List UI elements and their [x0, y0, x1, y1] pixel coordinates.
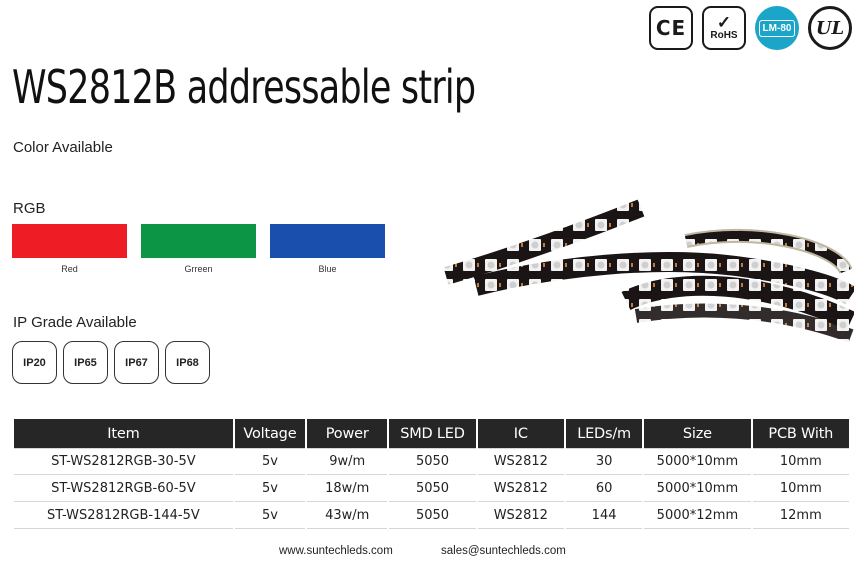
table-row: ST-WS2812RGB-60-5V 5v 18w/m 5050 WS2812 … [14, 475, 849, 502]
cell-item: ST-WS2812RGB-30-5V [14, 448, 233, 475]
cell-ic: WS2812 [477, 475, 564, 502]
cell-smd-led: 5050 [389, 448, 476, 475]
table-row: ST-WS2812RGB-30-5V 5v 9w/m 5050 WS2812 3… [14, 448, 849, 475]
cell-item: ST-WS2812RGB-144-5V [14, 502, 233, 529]
cell-size: 5000*12mm [644, 502, 751, 529]
rgb-label: RGB [13, 200, 46, 217]
table-row: ST-WS2812RGB-144-5V 5v 43w/m 5050 WS2812… [14, 502, 849, 529]
swatch-green-box [141, 224, 256, 258]
swatch-blue-box [270, 224, 385, 258]
cell-ic: WS2812 [477, 448, 564, 475]
cell-power: 18w/m [307, 475, 388, 502]
swatch-green: Grreen [141, 224, 256, 274]
swatch-blue: Blue [270, 224, 385, 274]
cell-size: 5000*10mm [644, 475, 751, 502]
cell-leds-per-m: 60 [565, 475, 643, 502]
swatch-red-label: Red [61, 264, 78, 274]
cell-item: ST-WS2812RGB-60-5V [14, 475, 233, 502]
color-available-label: Color Available [13, 139, 113, 156]
cell-pcb-width: 12mm [752, 502, 849, 529]
col-ic: IC [477, 419, 564, 448]
website-link[interactable]: www.suntechleds.com [279, 545, 393, 557]
swatch-red: Red [12, 224, 127, 274]
cell-leds-per-m: 30 [565, 448, 643, 475]
cell-pcb-width: 10mm [752, 475, 849, 502]
swatch-blue-label: Blue [318, 264, 337, 274]
col-pcb-width: PCB With [752, 419, 849, 448]
col-size: Size [644, 419, 751, 448]
ce-icon: CE [649, 6, 693, 50]
ip68-badge: IP68 [165, 341, 210, 384]
col-leds-per-m: LEDs/m [565, 419, 643, 448]
cell-power: 9w/m [307, 448, 388, 475]
col-voltage: Voltage [234, 419, 306, 448]
ip67-badge: IP67 [114, 341, 159, 384]
ip-grade-badges: IP20 IP65 IP67 IP68 [12, 341, 210, 384]
spec-table: Item Voltage Power SMD LED IC LEDs/m Siz… [12, 419, 851, 529]
ul-icon: UL [808, 6, 852, 50]
cell-voltage: 5v [234, 502, 306, 529]
cell-smd-led: 5050 [389, 475, 476, 502]
cell-voltage: 5v [234, 448, 306, 475]
col-power: Power [307, 419, 388, 448]
cell-power: 43w/m [307, 502, 388, 529]
color-swatches: Red Grreen Blue [12, 224, 385, 274]
cell-pcb-width: 10mm [752, 448, 849, 475]
page-title: WS2812B addressable strip [12, 60, 476, 114]
cell-smd-led: 5050 [389, 502, 476, 529]
swatch-red-box [12, 224, 127, 258]
col-smd-led: SMD LED [389, 419, 476, 448]
certification-marks: CE ✓RoHS LM-80 UL [649, 6, 852, 50]
cell-voltage: 5v [234, 475, 306, 502]
ip65-badge: IP65 [63, 341, 108, 384]
cell-ic: WS2812 [477, 502, 564, 529]
lm80-icon: LM-80 [755, 6, 799, 50]
cell-leds-per-m: 144 [565, 502, 643, 529]
ip20-badge: IP20 [12, 341, 57, 384]
ip-grade-label: IP Grade Available [13, 314, 137, 331]
table-header-row: Item Voltage Power SMD LED IC LEDs/m Siz… [14, 419, 849, 448]
swatch-green-label: Grreen [184, 264, 213, 274]
led-strip-image [443, 199, 854, 343]
col-item: Item [14, 419, 233, 448]
rohs-icon: ✓RoHS [702, 6, 746, 50]
cell-size: 5000*10mm [644, 448, 751, 475]
email-link[interactable]: sales@suntechleds.com [441, 545, 566, 557]
